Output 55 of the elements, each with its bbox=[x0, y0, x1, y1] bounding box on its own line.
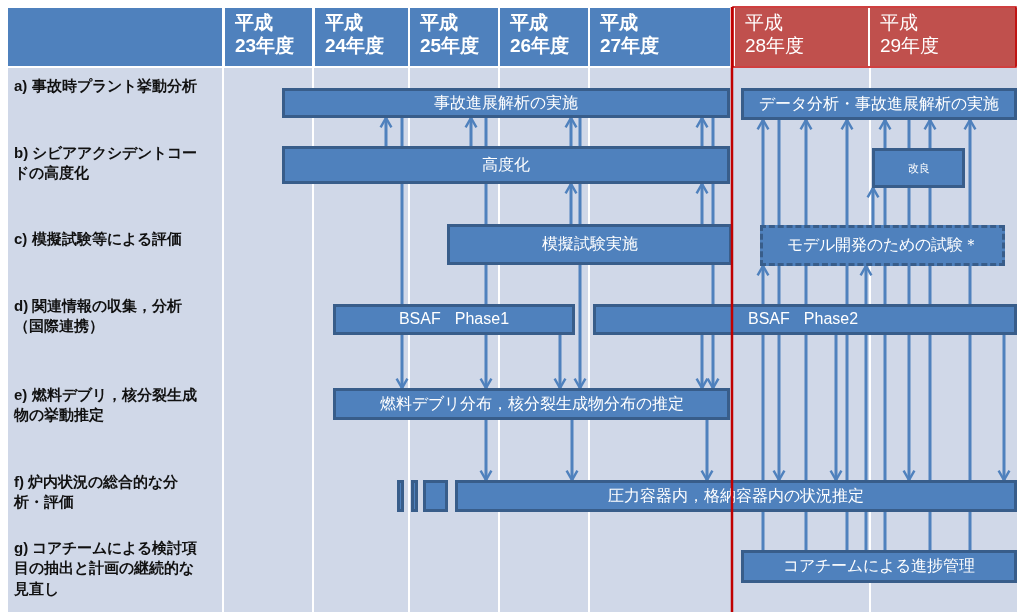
task-bar: モデル開発のための試験＊ bbox=[760, 225, 1005, 266]
task-bar: 模擬試験実施 bbox=[447, 224, 732, 265]
arrow bbox=[564, 182, 578, 224]
year-header-cell: 平成28年度 bbox=[735, 8, 868, 66]
task-bar: 事故進展解析の実施 bbox=[282, 88, 730, 118]
year-header-cell: 平成23年度 bbox=[225, 8, 312, 66]
arrow bbox=[553, 335, 567, 390]
row-label: d) 関連情報の収集，分析（国際連携） bbox=[14, 296, 184, 337]
year-header-cell: 平成29年度 bbox=[870, 8, 1017, 66]
arrow bbox=[479, 335, 493, 390]
arrow bbox=[695, 116, 709, 146]
task-bar: 高度化 bbox=[282, 146, 730, 184]
arrow bbox=[564, 116, 578, 146]
year-header-cell: 平成24年度 bbox=[315, 8, 408, 66]
row-label: f) 炉内状況の総合的な分析・評価 bbox=[14, 472, 180, 513]
task-bar: データ分析・事故進展解析の実施 bbox=[741, 88, 1017, 120]
task-bar: BSAF Phase1 bbox=[333, 304, 575, 335]
year-header-cell: 平成25年度 bbox=[410, 8, 498, 66]
arrow bbox=[878, 118, 892, 148]
arrow bbox=[829, 335, 843, 482]
arrow bbox=[866, 186, 880, 225]
arrow bbox=[700, 420, 714, 482]
arrow bbox=[573, 265, 587, 390]
arrow bbox=[464, 116, 478, 146]
arrow bbox=[859, 264, 873, 304]
task-bar: BSAF Phase2 bbox=[593, 304, 1017, 335]
year-header-cell: 平成27年度 bbox=[590, 8, 730, 66]
arrow bbox=[799, 118, 813, 225]
task-bar bbox=[423, 480, 448, 512]
task-bar: 燃料デブリ分布，核分裂生成物分布の推定 bbox=[333, 388, 730, 420]
arrow bbox=[395, 335, 409, 390]
arrow bbox=[565, 420, 579, 482]
year-header-cell: 平成26年度 bbox=[500, 8, 588, 66]
arrow bbox=[840, 118, 854, 225]
arrow bbox=[379, 116, 393, 146]
row-label: b) シビアアクシデントコードの高度化 bbox=[14, 143, 199, 184]
arrow bbox=[756, 264, 770, 304]
arrow bbox=[772, 335, 786, 482]
row-label: e) 燃料デブリ，核分裂生成物の挙動推定 bbox=[14, 385, 198, 426]
task-bar: 改良 bbox=[872, 148, 965, 188]
row-label: c) 模擬試験等による評価 bbox=[14, 229, 183, 249]
arrow bbox=[997, 335, 1011, 482]
arrow bbox=[706, 335, 720, 390]
arrow bbox=[902, 335, 916, 482]
arrow bbox=[923, 118, 937, 148]
arrow bbox=[963, 118, 977, 225]
arrow bbox=[695, 182, 709, 224]
arrow bbox=[695, 335, 709, 390]
row-label: a) 事故時プラント挙動分析 bbox=[14, 76, 198, 96]
task-bar: コアチームによる進捗管理 bbox=[741, 550, 1017, 583]
arrow bbox=[479, 420, 493, 482]
task-bar bbox=[397, 480, 404, 512]
row-label: g) コアチームによる検討項目の抽出と計画の継続的な見直し bbox=[14, 538, 199, 599]
task-bar bbox=[411, 480, 418, 512]
arrow bbox=[756, 118, 770, 225]
